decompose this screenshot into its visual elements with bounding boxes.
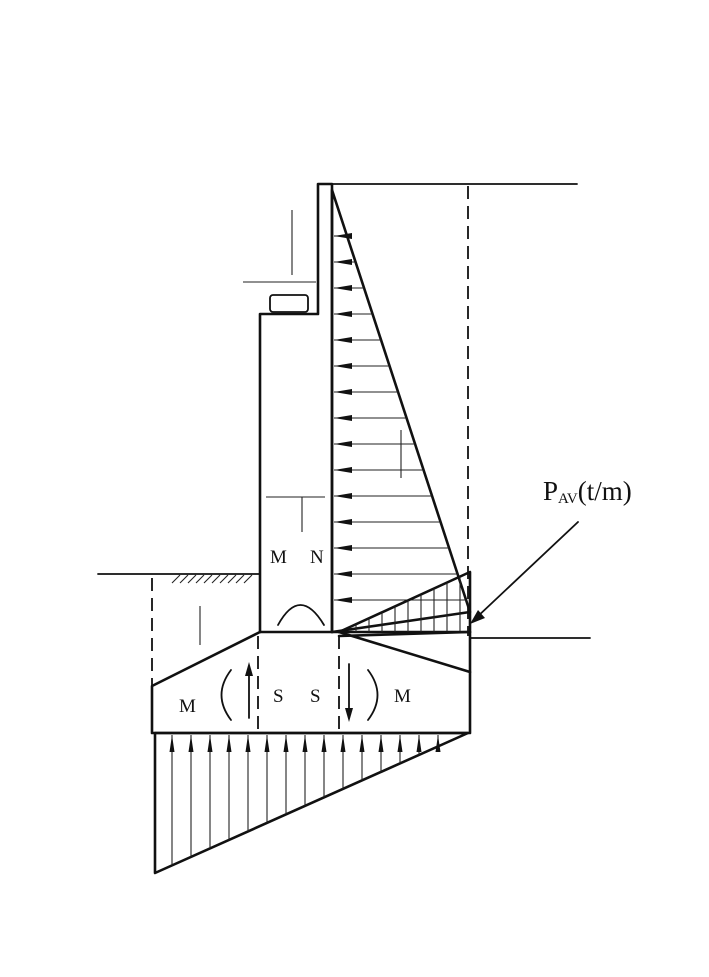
wall-normal-force-label: N (310, 547, 324, 568)
ground-hatch-stroke (179, 574, 189, 584)
base-pressure-arrowhead (169, 735, 175, 752)
pressure-arrowhead (334, 285, 352, 291)
stem-marks (199, 210, 402, 645)
dashed-lines (151, 186, 469, 735)
pav-wedge-base (337, 630, 472, 638)
pressure-arrowhead (334, 415, 352, 421)
base-pressure-arrowhead (226, 735, 232, 752)
left-shear-arrowhead (245, 662, 253, 676)
ground-hatch-stroke (195, 574, 205, 584)
base-pressure-outline (153, 731, 470, 875)
base-pressure-arrowhead (321, 735, 327, 752)
pav-leader-line (475, 521, 579, 619)
pressure-arrowhead (334, 363, 352, 369)
ground-hatch-stroke (203, 574, 213, 584)
pressure-arrowhead (334, 311, 352, 317)
pav-wedge-outline (337, 570, 472, 634)
earth-pressure-triangle (330, 188, 472, 634)
pav-leader-arrowhead (470, 610, 485, 624)
footing-moment-symbols (220, 662, 379, 722)
ground-hatch-stroke (219, 574, 229, 584)
left-footing-moment-label: M (179, 696, 196, 717)
pav-subscript: AV (558, 491, 578, 507)
base-pressure-arrowhead (245, 735, 251, 752)
base-pressure-diagram (153, 731, 470, 875)
base-pressure-arrowhead (435, 735, 441, 752)
right-moment-bracket (367, 669, 379, 721)
base-pressure-arrowhead (302, 735, 308, 752)
base-pressure-arrowhead (359, 735, 365, 752)
pressure-arrowhead (334, 597, 352, 603)
base-pressure-arrowhead (340, 735, 346, 752)
ground-hatch-stroke (187, 574, 197, 584)
base-pressure-arrowhead (416, 735, 422, 752)
pressure-arrowhead (334, 389, 352, 395)
pav-leader (470, 521, 579, 624)
base-pressure-arrowhead (283, 735, 289, 752)
right-shear-arrowhead (345, 708, 353, 722)
coping-block (269, 294, 309, 313)
stem-moment-arc (277, 604, 325, 626)
base-pressure-arrowhead (397, 735, 403, 752)
pressure-arrowhead (334, 337, 352, 343)
pressure-arrowhead (334, 259, 352, 265)
footing-outline (150, 630, 472, 735)
pressure-arrowhead (334, 441, 352, 447)
pressure-arrowhead (334, 467, 352, 473)
ground-hatch-stroke (171, 574, 181, 584)
base-pressure-arrowhead (188, 735, 194, 752)
ground-hatch-stroke (211, 574, 221, 584)
ground-lines (97, 183, 591, 639)
pav-wedge-lines (355, 576, 461, 632)
pav-label: PAV(t/m) (543, 476, 632, 507)
right-shear-label: S (310, 686, 321, 707)
ground-hatch (171, 574, 253, 584)
pav-main: P (543, 476, 558, 506)
right-footing-moment-label: M (394, 686, 411, 707)
ground-hatch-stroke (235, 574, 245, 584)
pressure-arrowhead (334, 571, 352, 577)
left-moment-bracket (220, 669, 232, 721)
base-pressure-arrowhead (378, 735, 384, 752)
pressure-arrowhead (334, 493, 352, 499)
footing (150, 630, 472, 735)
pav-unit: (t/m) (578, 476, 632, 506)
pressure-arrowhead (334, 519, 352, 525)
pav-wedge (337, 570, 472, 638)
base-pressure-arrowhead (264, 735, 270, 752)
pressure-arrowhead (334, 233, 352, 239)
ground-hatch-stroke (227, 574, 237, 584)
left-shear-label: S (273, 686, 284, 707)
pressure-arrowhead (334, 545, 352, 551)
pressure-arrows (334, 233, 467, 603)
wall-moment-label: M (270, 547, 287, 568)
base-pressure-arrows (169, 735, 441, 866)
ground-hatch-stroke (243, 574, 253, 584)
base-pressure-arrowhead (207, 735, 213, 752)
pressure-triangle-outline (330, 188, 472, 634)
